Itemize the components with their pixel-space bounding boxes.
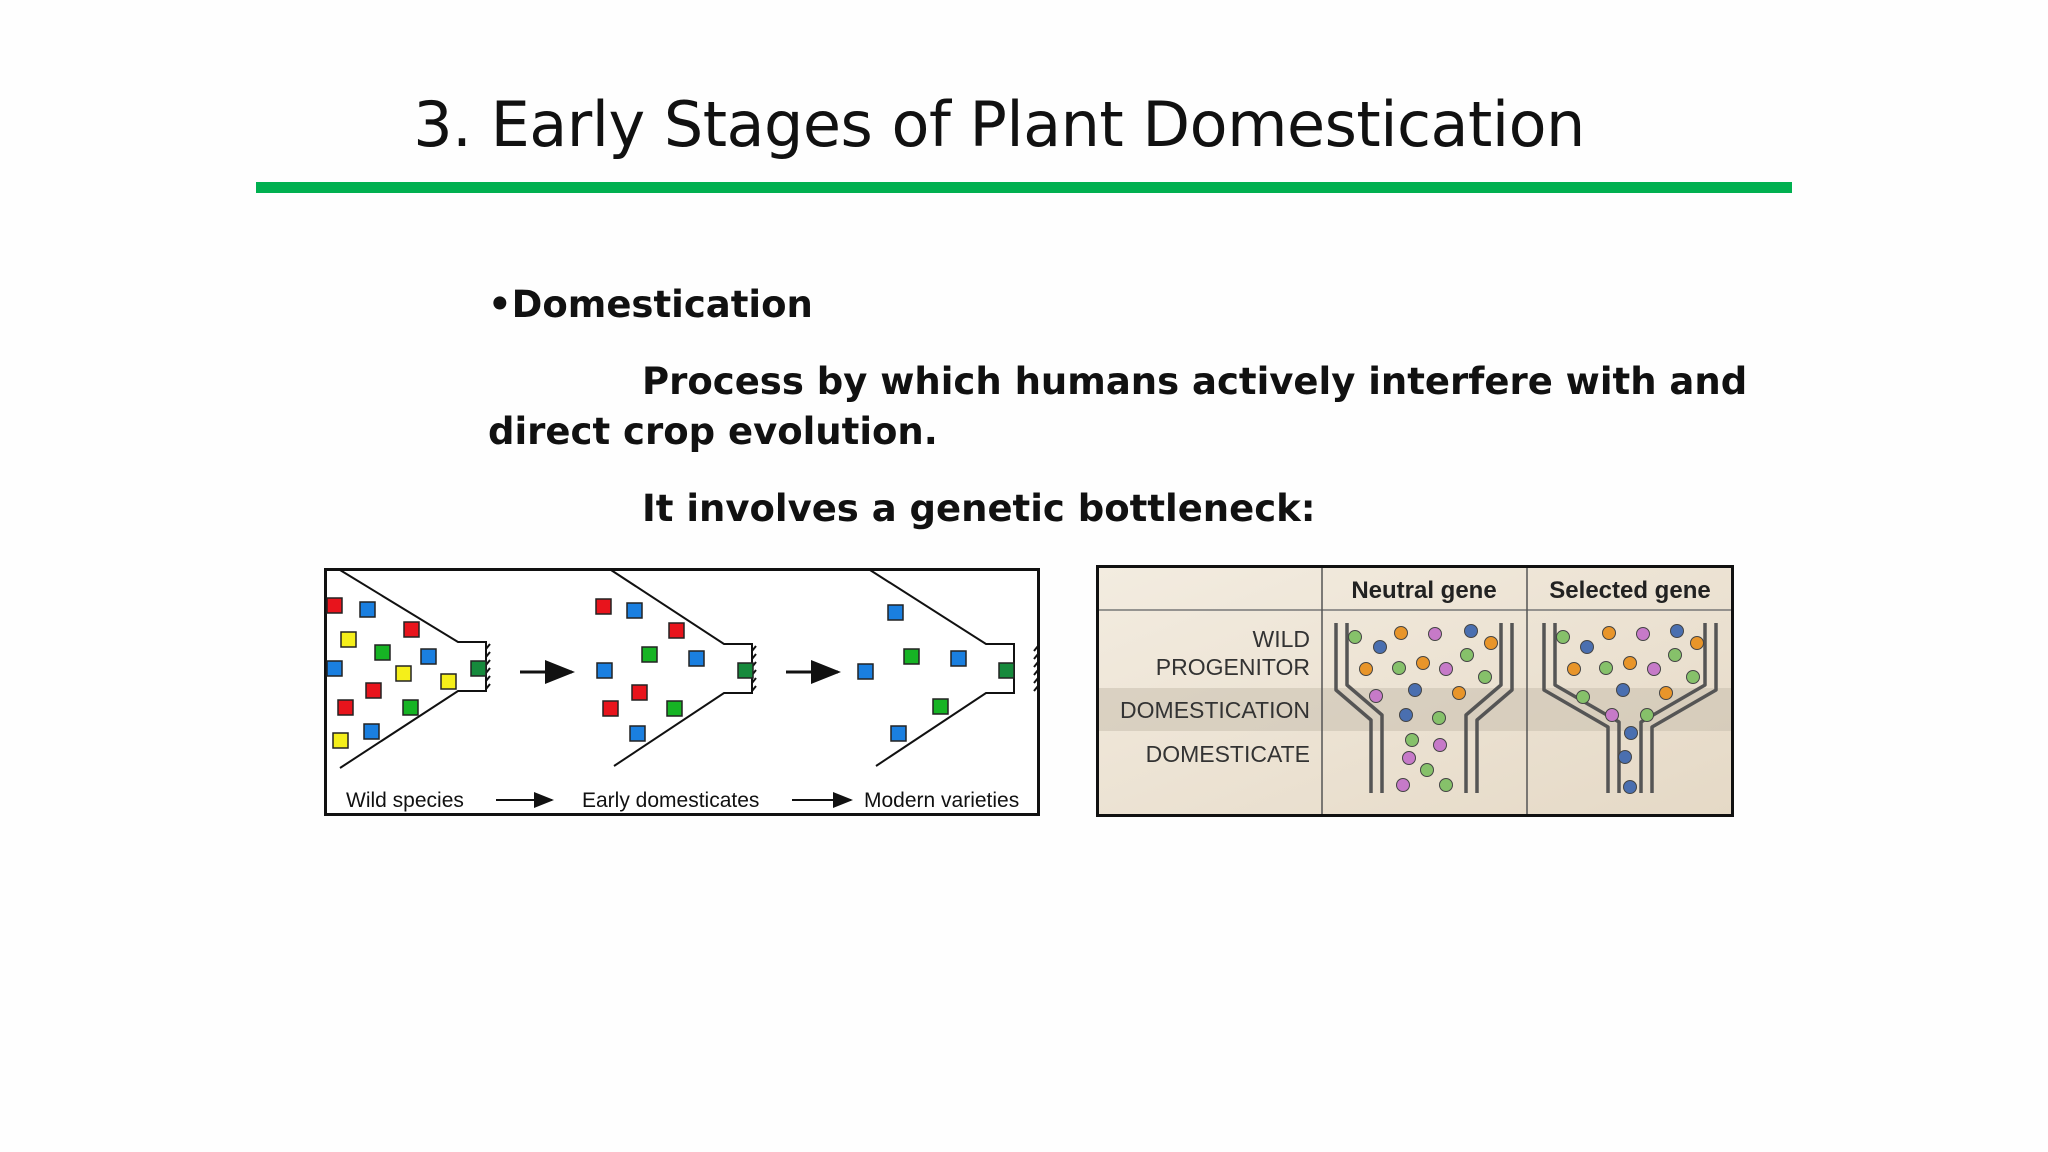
- definition-line-1: Process by which humans actively interfe…: [642, 360, 1748, 403]
- bottleneck-funnel-diagram: Wild species Early domesticates Modern v…: [324, 568, 1040, 816]
- definition-line-2: direct crop evolution.: [488, 410, 938, 453]
- row-label-domesticate: DOMESTICATE: [1146, 741, 1310, 767]
- allele-squares: [326, 597, 1015, 749]
- row-label-domestication: DOMESTICATION: [1120, 697, 1310, 723]
- bullet-heading: •Domestication: [488, 283, 813, 326]
- header-selected-gene: Selected gene: [1549, 577, 1710, 604]
- label-modern-varieties: Modern varieties: [864, 789, 1019, 812]
- slide-title: 3. Early Stages of Plant Domestication: [413, 88, 1585, 161]
- bottleneck-line: It involves a genetic bottleneck:: [642, 487, 1316, 530]
- allele-balls: [1348, 624, 1704, 794]
- neutral-selected-gene-diagram: Neutral gene Selected gene WILD PROGENIT…: [1096, 565, 1734, 817]
- figure-frame: [324, 568, 1040, 816]
- label-early-domesticates: Early domesticates: [582, 789, 759, 812]
- title-underline: [256, 182, 1792, 193]
- header-neutral-gene: Neutral gene: [1351, 577, 1496, 604]
- label-wild-species: Wild species: [346, 789, 464, 812]
- row-label-progenitor: PROGENITOR: [1156, 654, 1310, 680]
- row-label-wild: WILD: [1253, 626, 1311, 652]
